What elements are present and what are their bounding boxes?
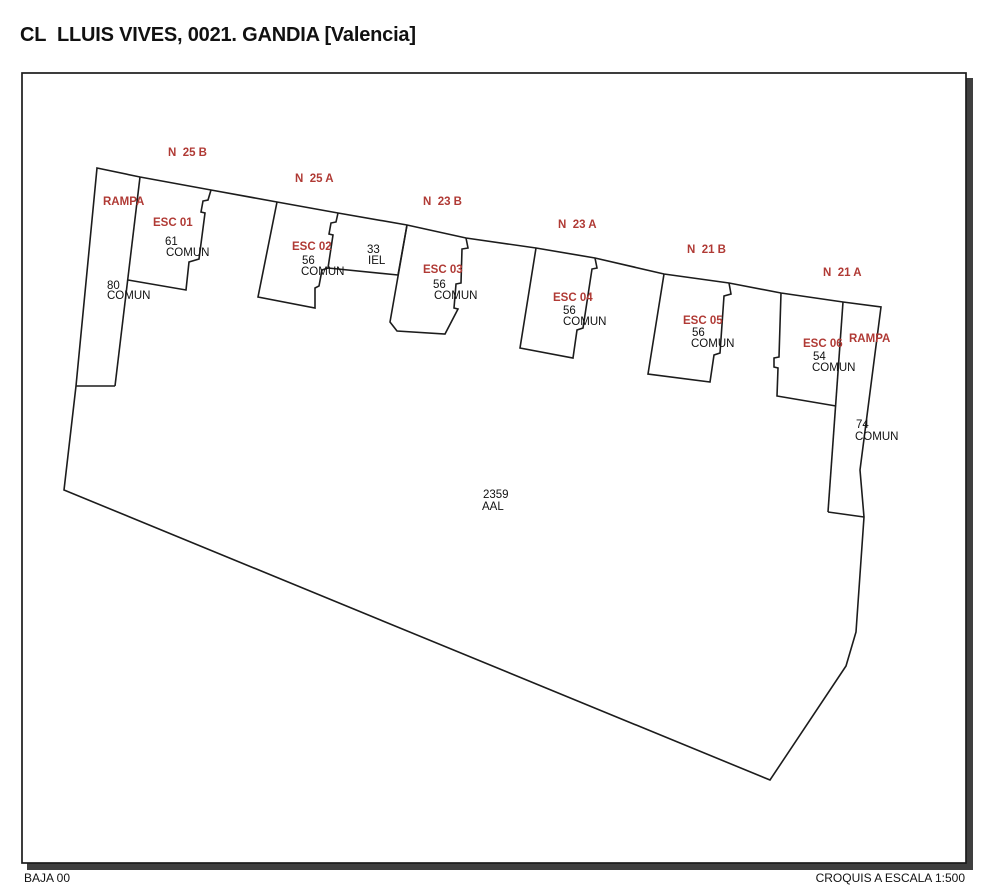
area-type-esc05: COMUN	[691, 338, 734, 350]
area-value-rampa-right: 74	[856, 419, 869, 431]
zone-label-esc03: ESC 03	[423, 264, 463, 276]
zone-label-esc05: ESC 05	[683, 315, 723, 327]
area-type-rampa-left: COMUN	[107, 290, 150, 302]
zone-label-esc02: ESC 02	[292, 241, 332, 253]
area-value-rampa-left: 80	[107, 280, 120, 292]
zone-label-esc01: ESC 01	[153, 217, 193, 229]
zone-label-rampa-right: RAMPA	[849, 333, 890, 345]
area-type-iel: IEL	[368, 255, 386, 267]
esc01-walls	[127, 189, 212, 291]
area-value-esc01: 61	[165, 236, 178, 248]
left-strip-divider-line	[114, 176, 141, 387]
zone-label-n25b: N 25 B	[168, 147, 207, 159]
esc04-walls	[519, 247, 598, 359]
area-value-parcel: 2359	[483, 489, 509, 501]
area-value-esc05: 56	[692, 327, 705, 339]
right-strip-bottom-line	[827, 511, 865, 518]
area-type-esc04: COMUN	[563, 316, 606, 328]
scale-label: CROQUIS A ESCALA 1:500	[815, 871, 965, 885]
zone-label-n23b: N 23 B	[423, 196, 462, 208]
esc06-walls	[773, 292, 837, 407]
zone-label-n25a: N 25 A	[295, 173, 334, 185]
area-value-esc04: 56	[563, 305, 576, 317]
area-type-rampa-right: COMUN	[855, 431, 898, 443]
zone-label-n23a: N 23 A	[558, 219, 597, 231]
floor-label: BAJA 00	[24, 871, 71, 885]
area-value-esc03: 56	[433, 279, 446, 291]
right-strip-divider-line	[827, 301, 844, 513]
area-type-esc03: COMUN	[434, 290, 477, 302]
zone-label-esc04: ESC 04	[553, 292, 593, 304]
esc03-walls	[389, 224, 469, 335]
esc02-walls	[257, 201, 339, 309]
area-type-esc02: COMUN	[301, 266, 344, 278]
zone-label-esc06: ESC 06	[803, 338, 843, 350]
page-title: CL LLUIS VIVES, 0021. GANDIA [Valencia]	[20, 24, 416, 46]
zone-label-n21b: N 21 B	[687, 244, 726, 256]
area-type-esc01: COMUN	[166, 247, 209, 259]
area-value-iel: 33	[367, 244, 380, 256]
area-value-esc02: 56	[302, 255, 315, 267]
area-type-esc06: COMUN	[812, 362, 855, 374]
area-value-esc06: 54	[813, 351, 826, 363]
plan-frame	[21, 72, 967, 864]
iel-bottom-wall	[327, 267, 399, 276]
area-type-parcel: AAL	[482, 501, 504, 513]
zone-label-n21a: N 21 A	[823, 267, 862, 279]
zone-label-rampa-left: RAMPA	[103, 196, 144, 208]
plot-outline	[63, 167, 882, 781]
esc05-walls	[647, 273, 732, 383]
